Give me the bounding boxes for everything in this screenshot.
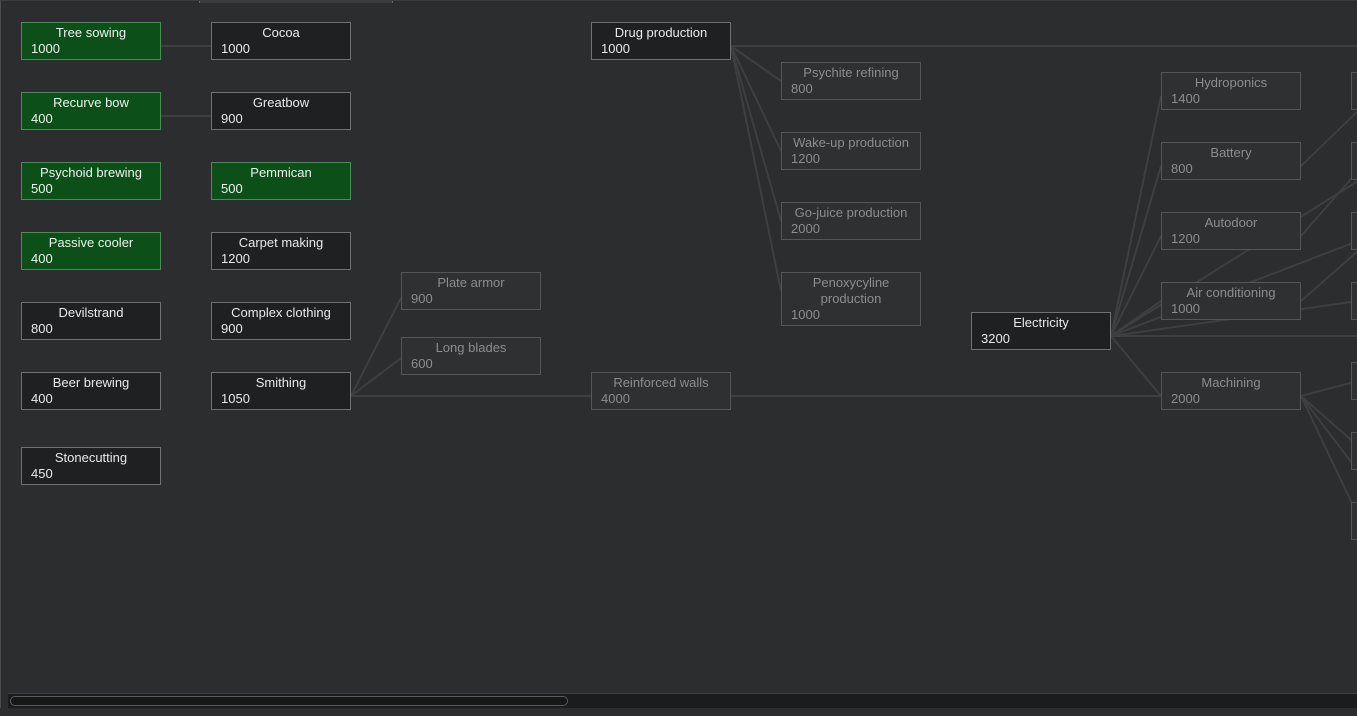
research-cocoa[interactable]: Cocoa 1000 [211,22,351,60]
research-cost: 400 [31,391,53,406]
research-cost: 4000 [601,391,630,406]
research-wake-up-production[interactable]: Wake-up production 1200 [781,132,921,170]
research-label: Battery [1210,145,1252,160]
research-stonecutting[interactable]: Stonecutting 450 [21,447,161,485]
research-cost: 900 [221,111,243,126]
research-cost: 400 [31,251,53,266]
research-offscreen-node[interactable] [1351,502,1357,540]
research-offscreen-node[interactable] [1351,72,1357,110]
research-offscreen-node[interactable] [1351,432,1357,470]
research-devilstrand[interactable]: Devilstrand 800 [21,302,161,340]
research-offscreen-node[interactable] [1351,212,1357,250]
research-label: Psychoid brewing [40,165,142,180]
research-cost: 1200 [1171,231,1200,246]
research-penoxycyline-production[interactable]: Penoxycyline production 1000 [781,272,921,326]
research-hydroponics[interactable]: Hydroponics 1400 [1161,72,1301,110]
scrollbar-thumb[interactable] [10,696,568,706]
research-cost: 1000 [1171,301,1200,316]
research-machining[interactable]: Machining 2000 [1161,372,1301,410]
research-label: Air conditioning [1186,285,1276,300]
research-cost: 1200 [221,251,250,266]
research-autodoor[interactable]: Autodoor 1200 [1161,212,1301,250]
research-drug-production[interactable]: Drug production 1000 [591,22,731,60]
research-cost: 900 [221,321,243,336]
research-label: Wake-up production [793,135,909,150]
research-cost: 1200 [791,151,820,166]
research-label: Machining [1201,375,1261,390]
research-label: Passive cooler [48,235,134,250]
research-label: Recurve bow [53,95,129,110]
research-cost: 1000 [221,41,250,56]
research-cost: 800 [1171,161,1193,176]
research-pemmican[interactable]: Pemmican 500 [211,162,351,200]
research-cost: 1050 [221,391,250,406]
research-label: Cocoa [262,25,300,40]
research-cost: 500 [31,181,53,196]
research-plate-armor[interactable]: Plate armor 900 [401,272,541,310]
research-cost: 1000 [601,41,630,56]
research-label: Plate armor [437,275,505,290]
research-carpet-making[interactable]: Carpet making 1200 [211,232,351,270]
research-label: Penoxycyline production [812,275,890,306]
research-go-juice-production[interactable]: Go-juice production 2000 [781,202,921,240]
research-label: Carpet making [238,235,324,250]
research-label: Devilstrand [58,305,124,320]
research-cost: 1400 [1171,91,1200,106]
research-recurve-bow[interactable]: Recurve bow 400 [21,92,161,130]
research-label: Stonecutting [54,450,128,465]
research-cost: 900 [411,291,433,306]
research-label: Long blades [435,340,507,355]
research-cost: 400 [31,111,53,126]
research-cost: 500 [221,181,243,196]
research-label: Complex clothing [231,305,331,320]
research-battery[interactable]: Battery 800 [1161,142,1301,180]
research-label: Reinforced walls [613,375,709,390]
research-cost: 1000 [791,307,820,322]
research-greatbow[interactable]: Greatbow 900 [211,92,351,130]
research-links [161,45,1357,517]
research-tree-sowing[interactable]: Tree sowing 1000 [21,22,161,60]
research-offscreen-node[interactable] [1351,282,1357,320]
research-label: Autodoor [1204,215,1258,230]
research-label: Beer brewing [52,375,130,390]
research-beer-brewing[interactable]: Beer brewing 400 [21,372,161,410]
research-psychite-refining[interactable]: Psychite refining 800 [781,62,921,100]
research-electricity[interactable]: Electricity 3200 [971,312,1111,350]
research-label: Drug production [614,25,708,40]
research-passive-cooler[interactable]: Passive cooler 400 [21,232,161,270]
bottom-edge [0,708,1357,716]
tab-indicator[interactable] [199,1,393,3]
research-label: Tree sowing [55,25,127,40]
research-offscreen-node[interactable] [1351,362,1357,400]
research-cost: 800 [31,321,53,336]
research-label: Hydroponics [1194,75,1268,90]
research-label: Psychite refining [803,65,899,80]
research-offscreen-node[interactable] [1351,142,1357,180]
research-label: Go-juice production [794,205,908,220]
research-cost: 800 [791,81,813,96]
research-cost: 2000 [791,221,820,236]
research-label: Pemmican [250,165,312,180]
research-smithing[interactable]: Smithing 1050 [211,372,351,410]
research-cost: 600 [411,356,433,371]
research-cost: 2000 [1171,391,1200,406]
research-air-conditioning[interactable]: Air conditioning 1000 [1161,282,1301,320]
research-label: Smithing [255,375,307,390]
research-complex-clothing[interactable]: Complex clothing 900 [211,302,351,340]
research-cost: 450 [31,466,53,481]
research-label: Greatbow [252,95,310,110]
research-long-blades[interactable]: Long blades 600 [401,337,541,375]
horizontal-scrollbar[interactable] [8,693,1357,708]
research-cost: 1000 [31,41,60,56]
research-cost: 3200 [981,331,1010,346]
research-reinforced-walls[interactable]: Reinforced walls 4000 [591,372,731,410]
research-psychoid-brewing[interactable]: Psychoid brewing 500 [21,162,161,200]
research-label: Electricity [1013,315,1069,330]
